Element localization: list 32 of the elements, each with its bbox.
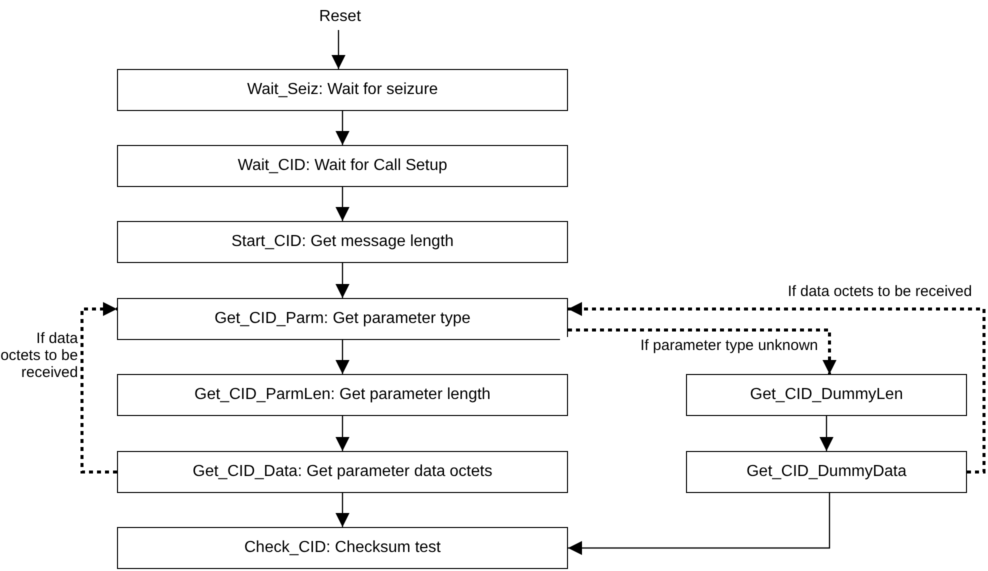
arrow <box>336 416 350 451</box>
state-name: Get_CID_ParmLen: Get parameter length <box>194 386 491 404</box>
state-box <box>117 221 568 263</box>
state-box <box>117 451 568 493</box>
state-name: Get_CID_Parm: Get parameter type <box>214 310 471 328</box>
arrow <box>820 416 834 451</box>
state-box <box>117 69 568 111</box>
state-name: Get_CID_DummyData <box>746 463 907 481</box>
state-name: Wait_Seiz: Wait for seizure <box>247 81 438 99</box>
edge-label: If parameter type unknown <box>560 337 818 354</box>
state-name: Get_CID_Data: Get parameter data octets <box>192 463 492 481</box>
arrow <box>568 493 830 555</box>
arrow <box>336 493 350 527</box>
state-name: Wait_CID: Wait for Call Setup <box>238 157 448 175</box>
state-name: Start_CID: Get message length <box>231 233 454 251</box>
arrow <box>336 187 350 221</box>
arrow <box>336 111 350 145</box>
state-box <box>686 451 967 493</box>
arrow <box>336 340 350 374</box>
arrow <box>332 30 346 69</box>
state-name: Check_CID: Checksum test <box>244 539 441 557</box>
dashed-arrow <box>568 302 986 474</box>
dashed-arrow <box>568 328 836 374</box>
state-box <box>117 374 568 416</box>
state-box <box>117 145 568 187</box>
state-label: Reset <box>310 6 370 28</box>
state-box <box>117 298 568 340</box>
arrow <box>336 263 350 298</box>
state-box <box>686 374 967 416</box>
state-name: Get_CID_DummyLen <box>750 386 903 404</box>
dashed-arrow <box>80 302 117 474</box>
state-box <box>117 527 568 569</box>
